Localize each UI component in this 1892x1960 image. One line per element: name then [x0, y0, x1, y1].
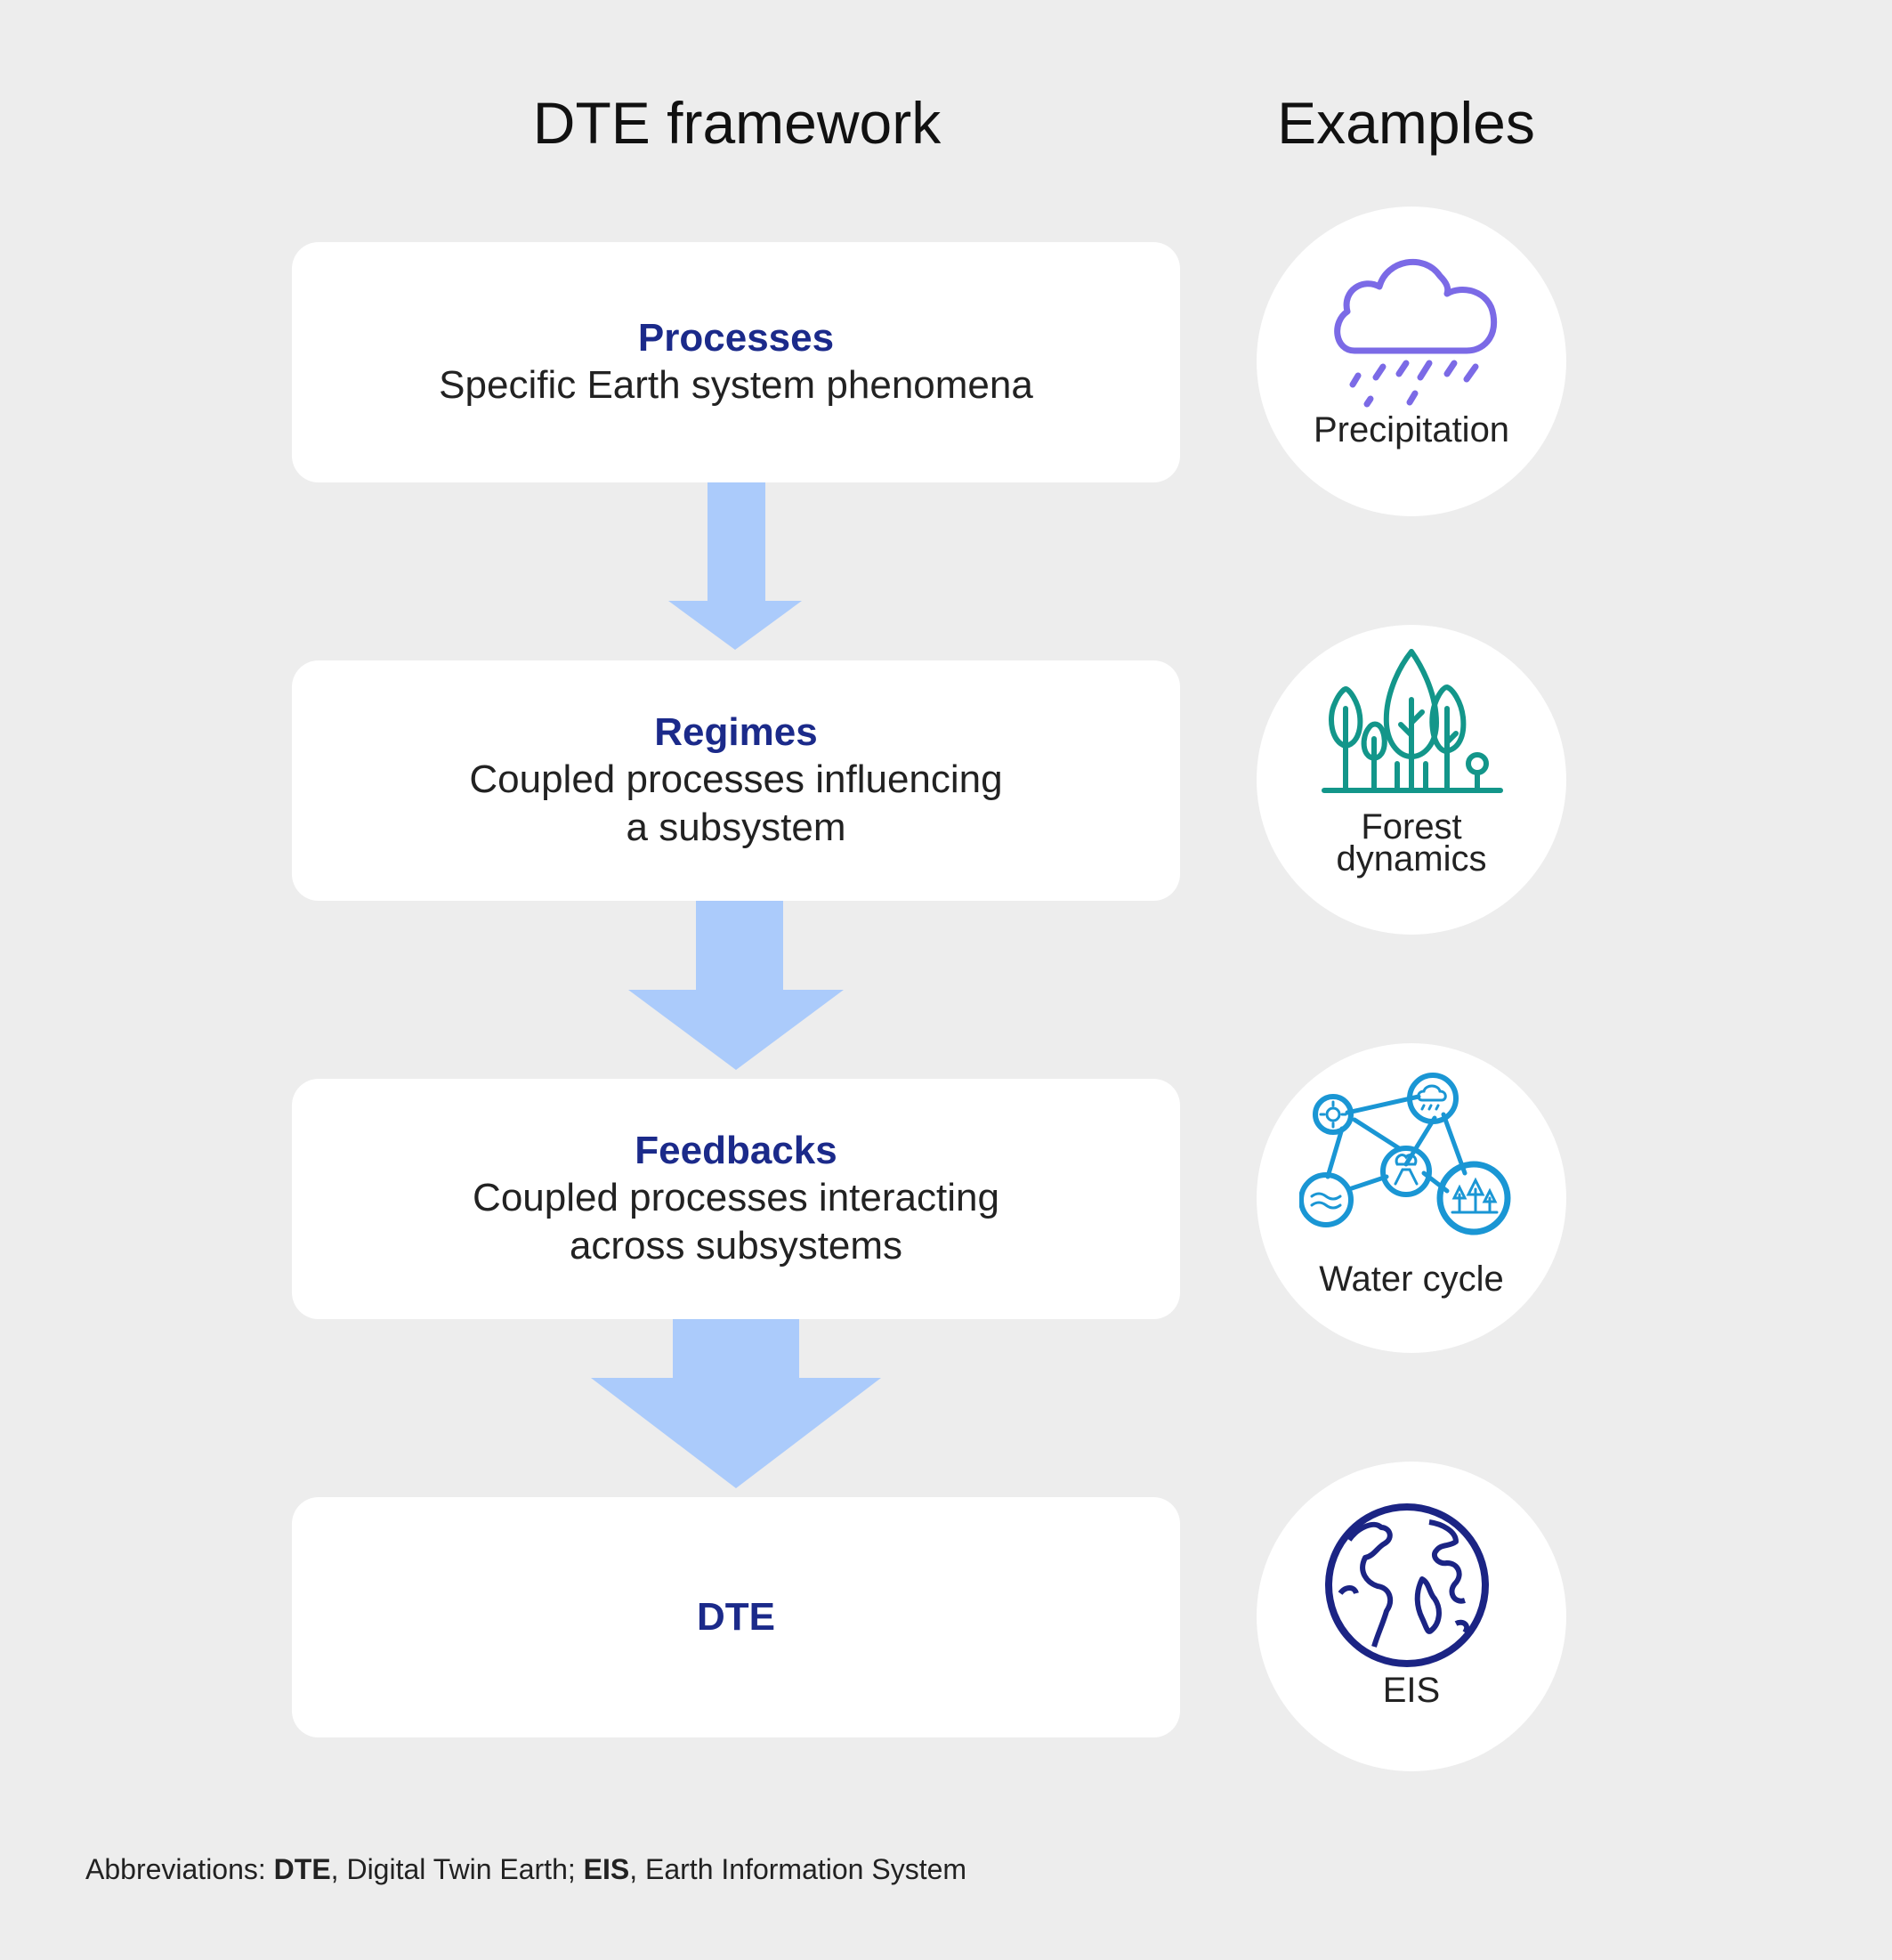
regimes-description-line2: a subsystem: [626, 806, 846, 849]
down-arrow-3: [591, 1319, 881, 1488]
regimes-title: Regimes: [654, 710, 818, 754]
feedbacks-box: Feedbacks Coupled processes interacting …: [292, 1079, 1180, 1319]
forest-dynamics-example: Forest dynamics: [1257, 625, 1566, 935]
water-cycle-example: Water cycle: [1257, 1043, 1566, 1353]
footnote-prefix: Abbreviations:: [85, 1853, 274, 1885]
globe-icon: [1325, 1503, 1489, 1667]
eis-example: EIS: [1257, 1462, 1566, 1771]
regimes-box: Regimes Coupled processes influencing a …: [292, 660, 1180, 901]
forest-dynamics-label-line1: Forest: [1361, 807, 1462, 846]
down-arrow-2: [628, 901, 844, 1070]
footnote-abbr-eis: EIS: [583, 1853, 630, 1885]
precipitation-label: Precipitation: [1313, 410, 1510, 450]
abbreviations-footnote: Abbreviations: DTE, Digital Twin Earth; …: [85, 1853, 966, 1886]
regimes-description-line1: Coupled processes influencing: [469, 757, 1003, 801]
processes-box: Processes Specific Earth system phenomen…: [292, 242, 1180, 482]
forest-icon: [1322, 649, 1503, 793]
footnote-abbr-dte: DTE: [273, 1853, 331, 1885]
dte-box: DTE: [292, 1497, 1180, 1737]
footnote-def-eis: , Earth Information System: [629, 1853, 967, 1885]
footnote-def-dte: , Digital Twin Earth;: [330, 1853, 584, 1885]
feedbacks-description-line2: across subsystems: [569, 1224, 903, 1268]
examples-heading: Examples: [1277, 90, 1535, 156]
framework-heading: DTE framework: [532, 90, 942, 156]
dte-title: DTE: [697, 1595, 775, 1639]
processes-description: Specific Earth system phenomena: [439, 363, 1033, 407]
feedbacks-title: Feedbacks: [635, 1129, 837, 1172]
rain-cloud-icon: [1334, 258, 1498, 408]
down-arrow-1: [668, 482, 802, 650]
eis-label: EIS: [1382, 1671, 1441, 1710]
water-cycle-label: Water cycle: [1319, 1259, 1504, 1299]
forest-dynamics-label-line2: dynamics: [1336, 839, 1487, 879]
water-cycle-network-icon: [1299, 1073, 1511, 1235]
feedbacks-description-line1: Coupled processes interacting: [473, 1176, 999, 1219]
processes-title: Processes: [637, 316, 835, 360]
precipitation-example: Precipitation: [1257, 207, 1566, 516]
